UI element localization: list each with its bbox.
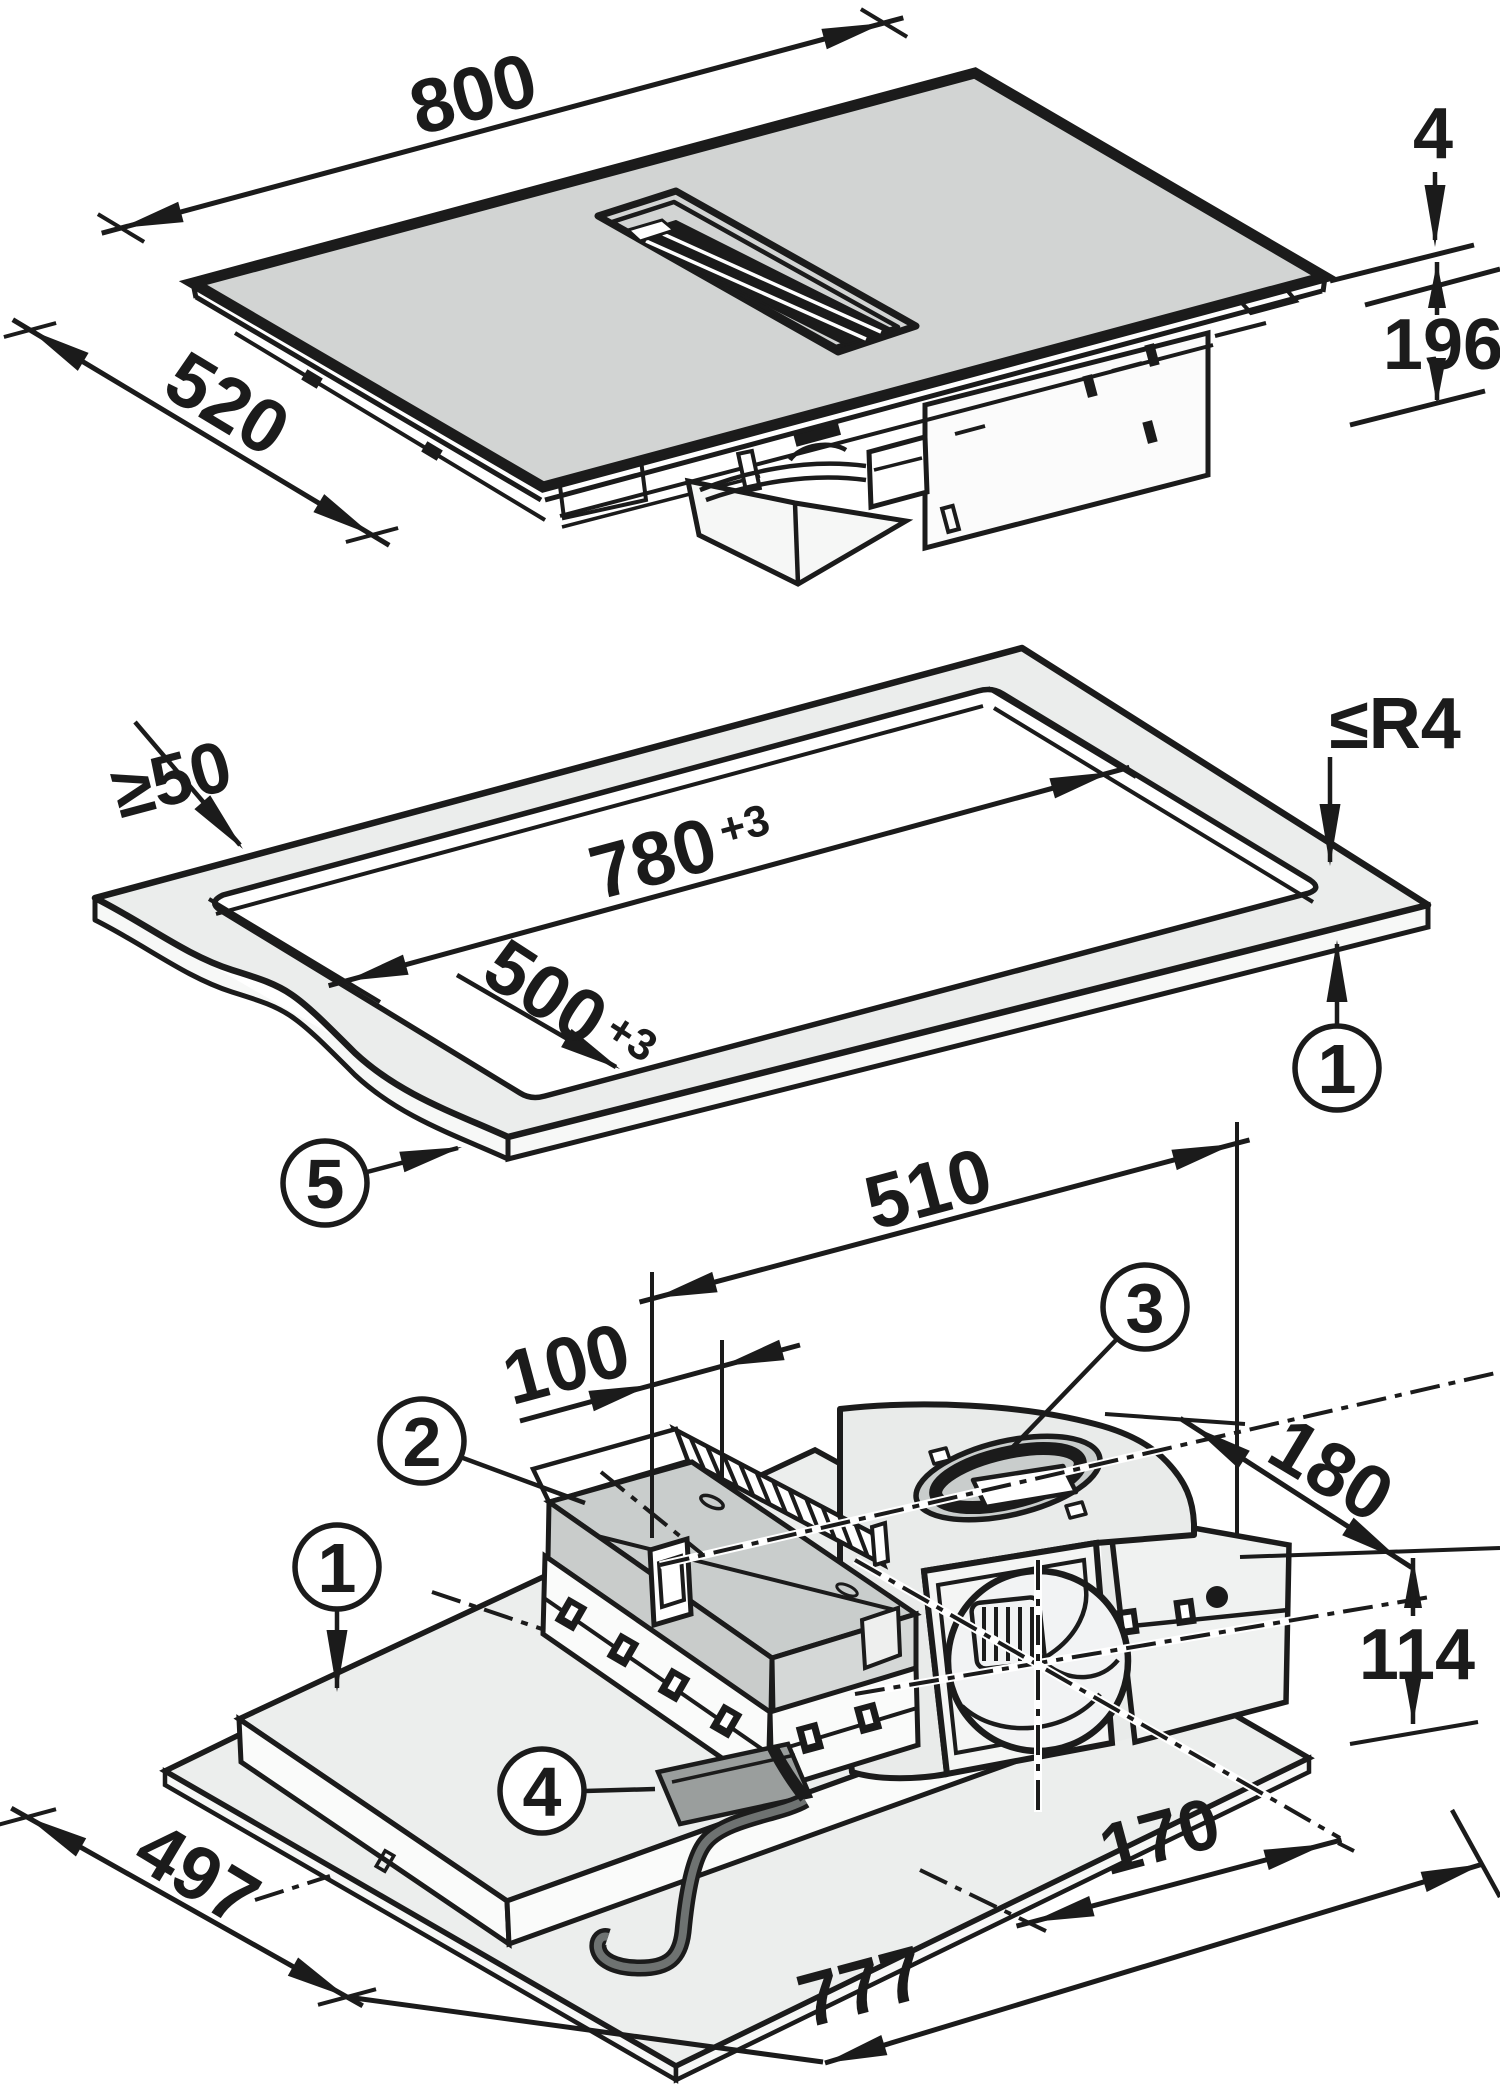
svg-text:1: 1 (1318, 1030, 1357, 1108)
svg-text:2: 2 (403, 1403, 442, 1481)
svg-text:≤R4: ≤R4 (1329, 684, 1461, 764)
svg-text:4: 4 (523, 1753, 562, 1831)
svg-text:114: 114 (1359, 1615, 1475, 1695)
svg-text:1: 1 (318, 1529, 357, 1607)
svg-text:5: 5 (306, 1145, 345, 1223)
svg-text:4: 4 (1413, 94, 1453, 174)
svg-text:3: 3 (1126, 1269, 1165, 1347)
